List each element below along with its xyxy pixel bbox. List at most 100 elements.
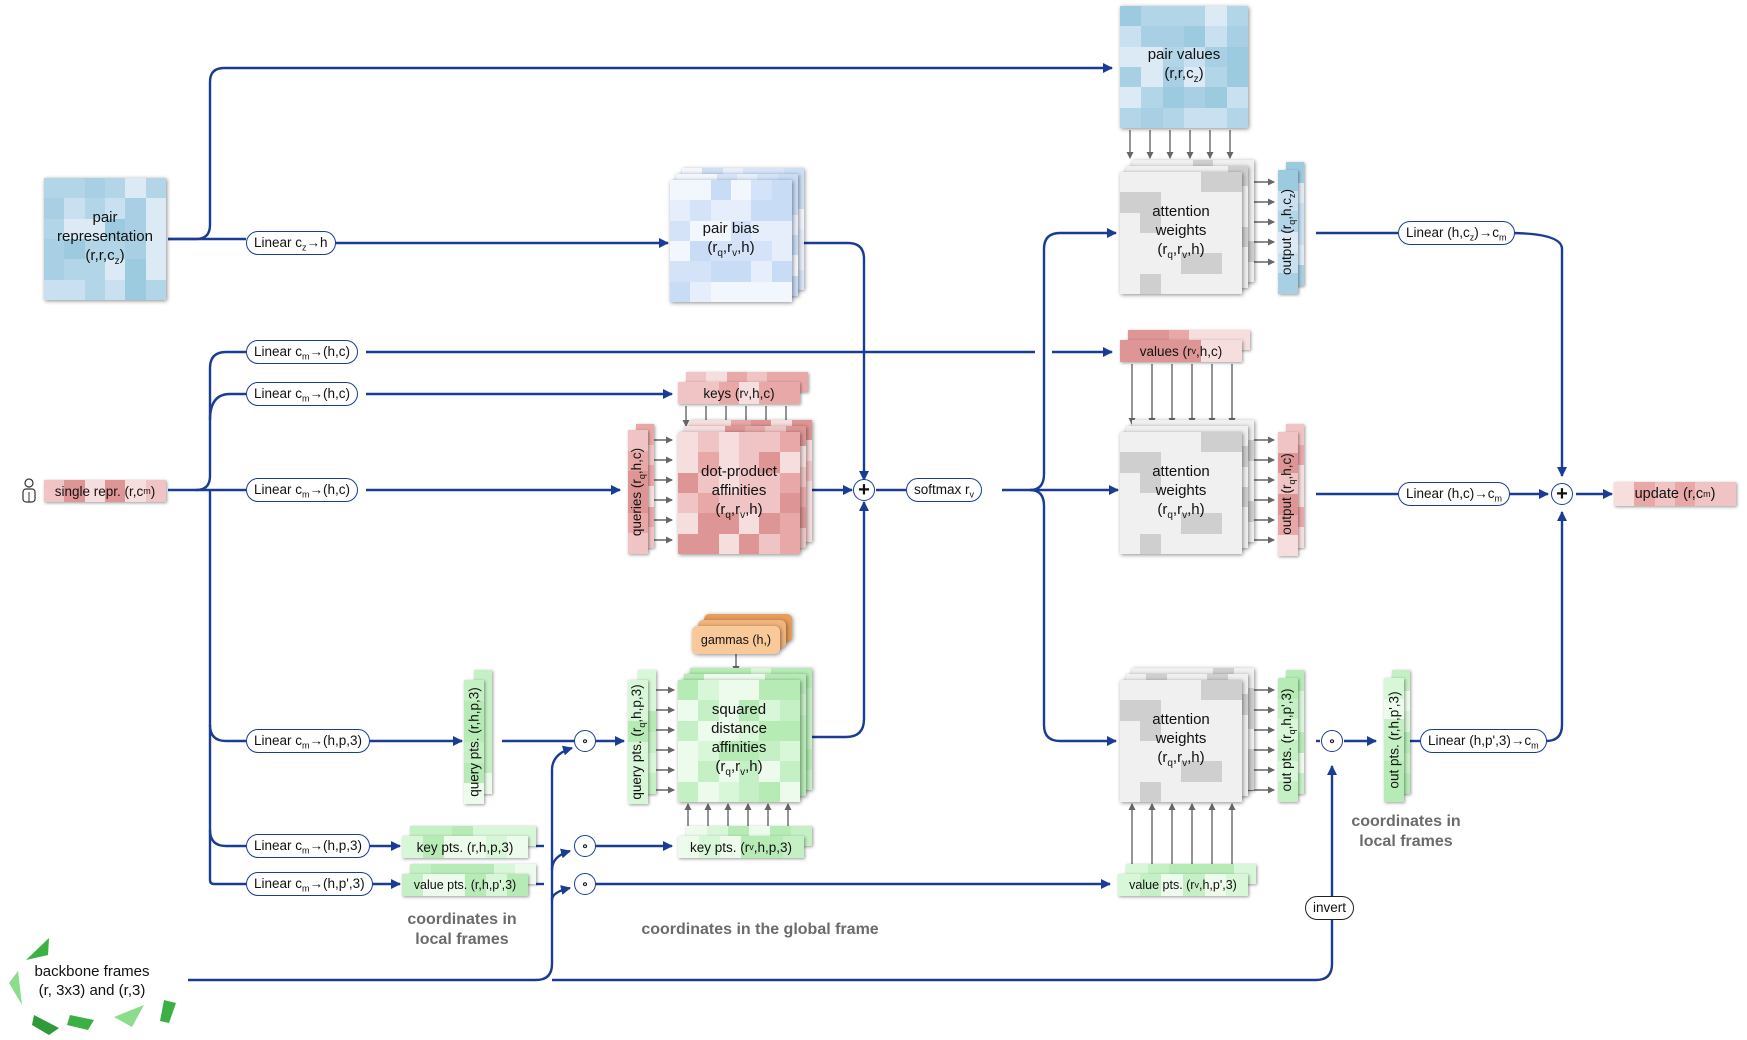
linear-keys[interactable]: Linear cm→(h,c) — [246, 382, 359, 406]
t: weights — [1155, 481, 1207, 499]
t: ,r — [1172, 748, 1183, 766]
heatmap-cell — [779, 700, 800, 721]
t: query pts. (r — [629, 727, 645, 800]
heatmap-cell — [1278, 273, 1298, 294]
heatmap-cell — [1384, 719, 1404, 740]
heatmap-cell — [739, 680, 760, 701]
heatmap-cell — [779, 493, 800, 514]
output-pair-strip: output (rq,h,cz) — [1278, 170, 1298, 294]
heatmap-cell — [1221, 452, 1242, 473]
heatmap-cell — [1120, 493, 1141, 514]
linear-value-pts[interactable]: Linear cm→(h,p',3) — [246, 872, 373, 896]
heatmap-cell — [464, 783, 484, 804]
t: v — [1182, 757, 1188, 769]
t: ) — [1279, 188, 1295, 194]
heatmap-cell — [739, 700, 760, 721]
heatmap-cell — [759, 432, 780, 453]
heatmap-cell — [125, 480, 146, 502]
heatmap-cell — [759, 741, 780, 762]
t: coordinates in — [407, 911, 517, 928]
pair-bias-label: pair bias(rq,rv,h) — [670, 180, 792, 302]
linear-cz-to-h[interactable]: Linear cz→h — [246, 231, 336, 255]
heatmap-cell — [1201, 741, 1222, 762]
linear-out-single[interactable]: Linear (h,c)→cm — [1398, 482, 1511, 506]
heatmap-cell — [1201, 720, 1222, 741]
t: affinities — [711, 739, 767, 756]
linear-out-pts[interactable]: Linear (h,p',3)→cm — [1420, 729, 1547, 753]
pill-text: Linear c — [254, 838, 303, 853]
heatmap-cell — [698, 382, 719, 404]
heatmap-cell — [698, 700, 719, 721]
heatmap-cell — [731, 261, 752, 282]
heatmap-cell — [698, 472, 719, 493]
t: ,h,c — [1279, 197, 1295, 220]
t: gammas (h,) — [700, 632, 772, 647]
pill-text: Linear c — [254, 482, 303, 497]
heatmap-cell — [1160, 720, 1181, 741]
heatmap-cell — [1226, 87, 1248, 108]
heatmap-cell — [145, 239, 166, 260]
pill-text: Linear c — [254, 344, 303, 359]
pill-sub: m — [302, 845, 310, 856]
out-pts-local-heatmap — [1384, 678, 1404, 802]
invert-op[interactable]: invert — [1305, 896, 1355, 920]
heatmap-cell — [628, 430, 648, 451]
heatmap-cell — [105, 198, 126, 219]
softmax-op[interactable]: softmax rv — [906, 478, 983, 502]
heatmap-cell — [64, 279, 85, 300]
t: coordinates in — [1351, 813, 1461, 830]
linear-key-pts[interactable]: Linear cm→(h,p,3) — [246, 834, 371, 858]
heatmap-cell — [739, 452, 760, 473]
t: attention — [1152, 202, 1210, 220]
pair-repr-line3: (r,r,c — [85, 246, 115, 264]
backbone-frames-label: backbone frames(r, 3x3) and (r,3) — [4, 935, 180, 1035]
heatmap-cell — [759, 513, 780, 534]
heatmap-cell — [1221, 172, 1242, 193]
heatmap-cell — [465, 874, 486, 896]
heatmap-cell — [44, 259, 65, 280]
heatmap-cell — [1184, 107, 1206, 128]
value-pts-local-label: value pts. (r,h,p',3) — [402, 874, 528, 896]
heatmap-cell — [1160, 513, 1181, 534]
heatmap-cell — [751, 180, 772, 201]
linear-values[interactable]: Linear cm→(h,c) — [246, 340, 359, 364]
heatmap-cell — [1181, 741, 1202, 762]
heatmap-cell — [698, 533, 719, 554]
linear-queries[interactable]: Linear cm→(h,c) — [246, 478, 359, 502]
heatmap-cell — [1181, 493, 1202, 514]
valuepts-to-attn-arrows — [1128, 803, 1236, 872]
heatmap-cell — [125, 198, 146, 219]
pill-sub: m — [302, 883, 310, 894]
heatmap-cell — [125, 279, 146, 300]
queries-label: queries (rq,h,c) — [629, 448, 647, 536]
sqdist-heatmap — [678, 680, 800, 802]
heatmap-cell — [718, 452, 739, 473]
heatmap-cell — [1221, 253, 1242, 274]
heatmap-cell — [1226, 67, 1248, 88]
pill-text-post: →(h,p,3) — [309, 838, 363, 853]
heatmap-cell — [670, 220, 691, 241]
heatmap-cell — [678, 741, 699, 762]
heatmap-cell — [125, 239, 146, 260]
t: q — [1167, 249, 1173, 261]
linear-query-pts[interactable]: Linear cm→(h,p,3) — [246, 729, 371, 753]
linear-out-pair[interactable]: Linear (h,cz)→cm — [1398, 221, 1515, 245]
t: weights — [1155, 729, 1207, 747]
heatmap-cell — [1120, 720, 1141, 741]
heatmap-cell — [1140, 273, 1161, 294]
out-pts-global-strip: out pts. (rq,h,p',3) — [1278, 678, 1298, 802]
heatmap-cell — [1226, 6, 1248, 27]
compose-icon: ∘ — [581, 734, 589, 748]
heatmap-cell — [1120, 46, 1142, 67]
keys-heatmap — [678, 382, 800, 404]
heatmap-cell — [783, 836, 804, 858]
query-pts-local-label: query pts. (r,h,p,3) — [467, 687, 482, 797]
t: m — [1703, 489, 1711, 499]
heatmap-cell — [1201, 212, 1222, 233]
heatmap-cell — [44, 239, 65, 260]
